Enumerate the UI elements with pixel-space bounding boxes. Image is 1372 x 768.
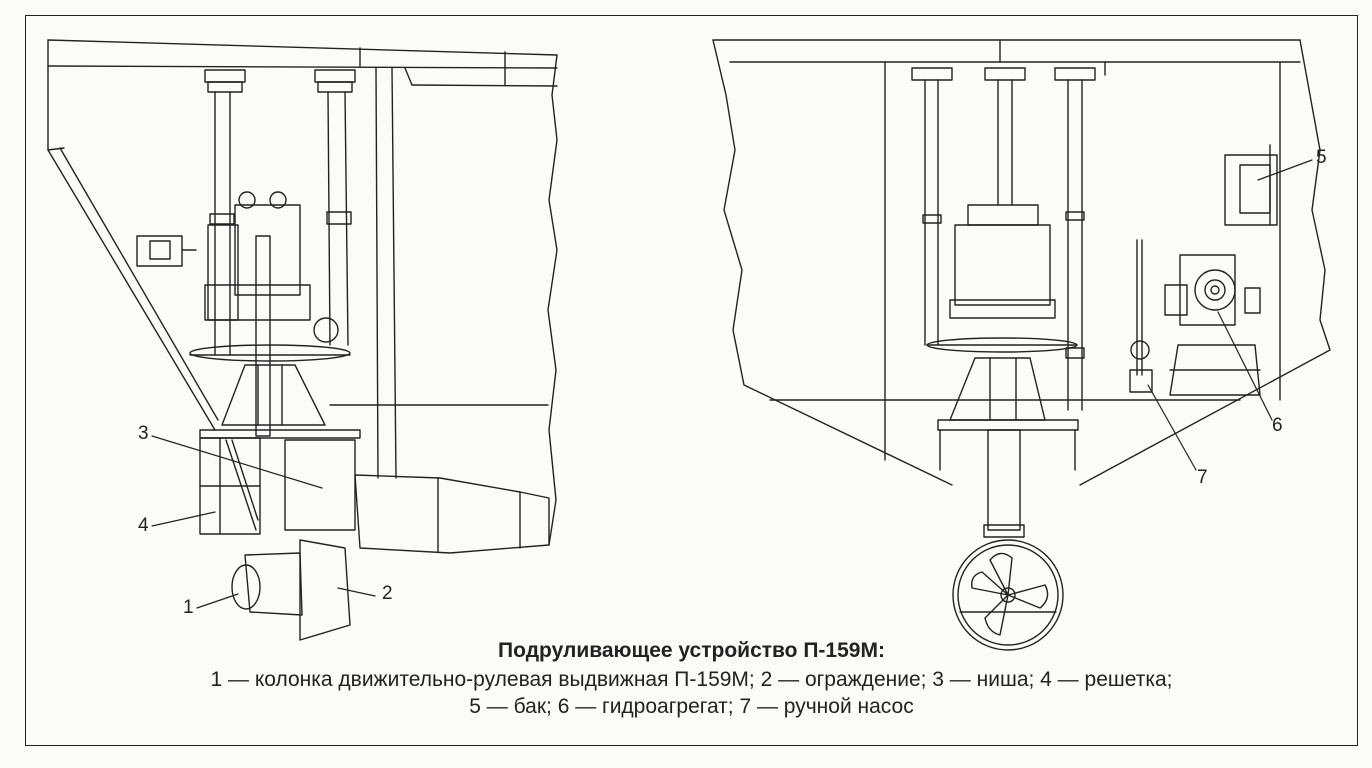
right-hull-right bbox=[1079, 39, 1331, 486]
callout-5: 5 bbox=[1316, 147, 1327, 168]
callout-3: 3 bbox=[138, 423, 149, 444]
caption-title: Подруливающее устройство П-159М: bbox=[498, 639, 885, 662]
left-view bbox=[47, 39, 558, 641]
left-hull-outline bbox=[47, 39, 558, 546]
callout-6: 6 bbox=[1272, 415, 1283, 436]
callout-1: 1 bbox=[183, 597, 194, 618]
right-hull-left bbox=[712, 39, 953, 486]
caption-line-1: 1 — колонка движительно-рулевая выдвижна… bbox=[210, 668, 1173, 691]
figure-frame bbox=[25, 15, 1358, 746]
callout-2: 2 bbox=[382, 583, 393, 604]
leader-lines bbox=[151, 159, 1313, 609]
caption-line-2: 5 — бак; 6 — гидроагрегат; 7 — ручной на… bbox=[469, 695, 914, 718]
callout-4: 4 bbox=[138, 515, 149, 536]
right-view bbox=[712, 39, 1331, 651]
figure-caption: Подруливающее устройство П-159М: 1 — кол… bbox=[25, 636, 1358, 720]
callout-7: 7 bbox=[1197, 467, 1208, 488]
